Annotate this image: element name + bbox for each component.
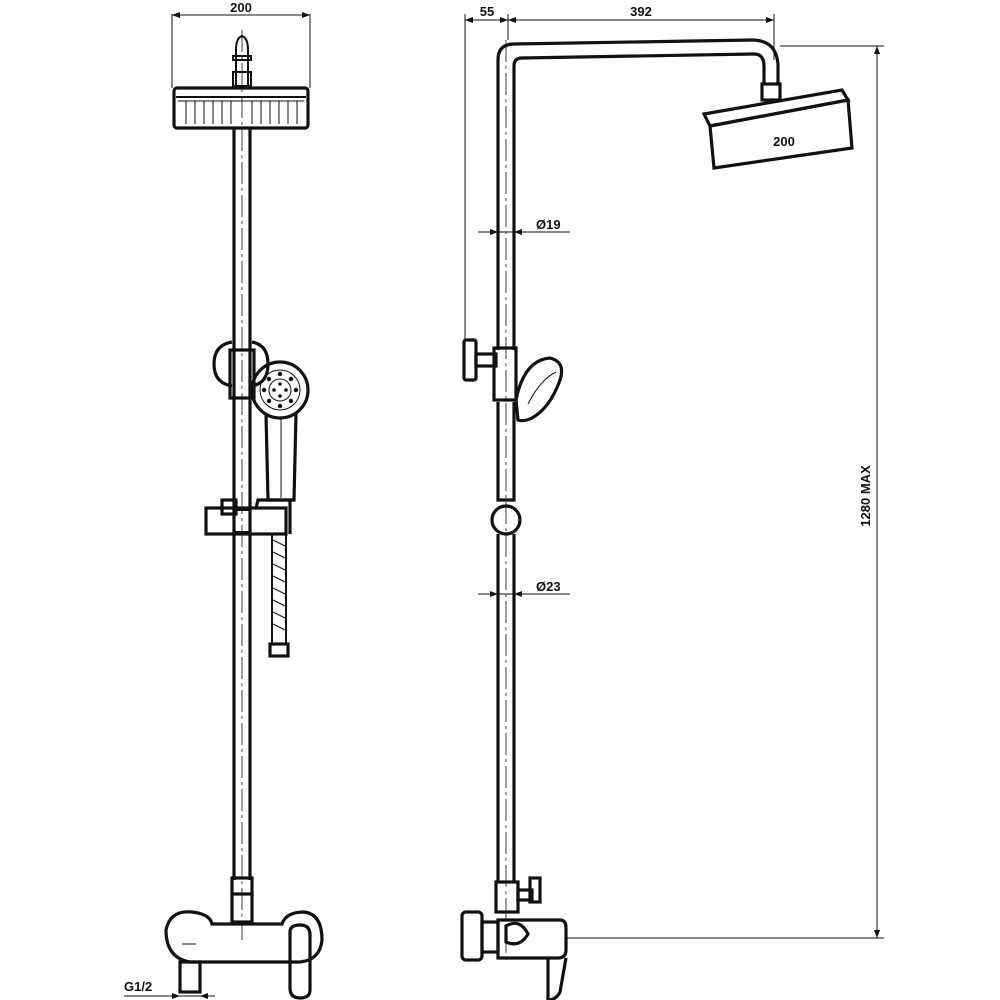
side-view: 55 392 200 Ø19 <box>460 4 884 1000</box>
side-arm-length-label: 392 <box>630 4 652 19</box>
side-head-connector <box>760 82 782 102</box>
front-view: 200 <box>124 0 324 1000</box>
upper-diameter-dimension: Ø19 <box>478 217 570 235</box>
front-hand-shower-holder <box>204 498 292 536</box>
front-rain-shower-head <box>172 86 310 130</box>
front-head-width-dimension: 200 <box>171 0 311 88</box>
thread-size-label: G1/2 <box>124 979 152 994</box>
side-riser-and-arm <box>496 38 780 960</box>
side-hand-shower <box>496 356 564 502</box>
thread-dimension: G1/2 <box>124 979 215 999</box>
side-rain-shower-head: 200 <box>701 88 854 170</box>
front-mixer-body <box>164 910 324 1000</box>
front-riser-pipe <box>232 30 252 940</box>
side-head-width-label: 200 <box>773 134 795 149</box>
side-top-dimensions: 55 392 <box>464 4 775 350</box>
upper-diameter-label: Ø19 <box>536 217 561 232</box>
front-head-width-label: 200 <box>230 0 252 15</box>
side-lower-pipe <box>496 534 516 882</box>
side-slider-knob <box>490 504 522 536</box>
max-height-dimension: 1280 MAX <box>566 45 884 939</box>
front-diverter-connector <box>230 876 254 924</box>
side-offset-label: 55 <box>480 4 494 19</box>
side-wall-bracket <box>462 338 518 402</box>
side-diverter-valve <box>494 876 542 914</box>
side-mixer-body <box>460 910 568 1000</box>
lower-diameter-dimension: Ø23 <box>478 579 570 597</box>
lower-diameter-label: Ø23 <box>536 579 561 594</box>
front-shower-hose <box>268 533 290 658</box>
max-height-label: 1280 MAX <box>858 465 873 527</box>
